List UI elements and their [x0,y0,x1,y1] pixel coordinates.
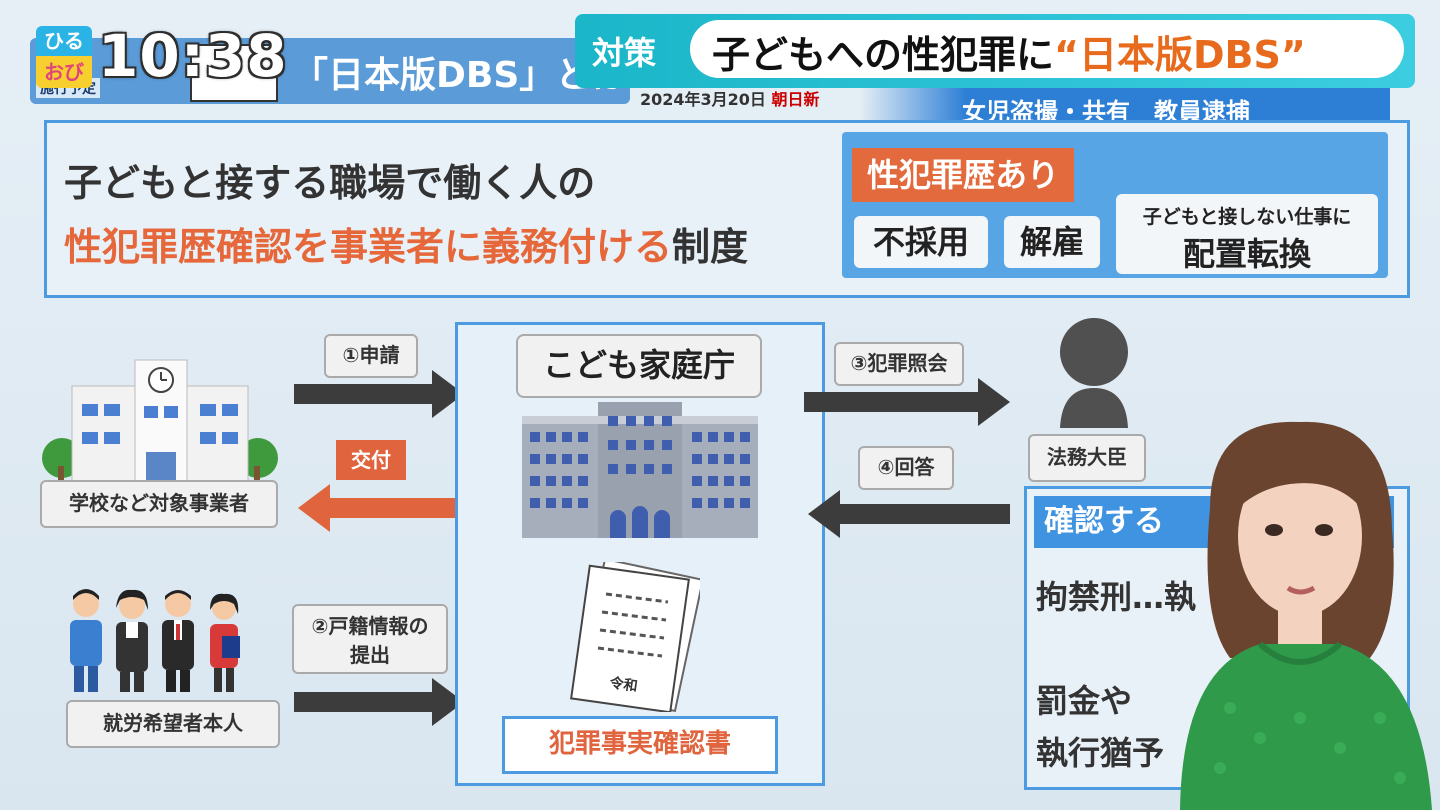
option-reassign: 子どもと接しない仕事に 配置転換 [1116,194,1378,274]
option-reject: 不採用 [854,216,988,268]
telop-headline: 子どもへの性犯罪に“日本版DBS” [712,24,1306,79]
arrow-deliver [298,484,470,532]
step2-label: ②戸籍情報の 提出 [292,604,448,674]
news-source: 2024年3月20日 朝日新 [640,86,820,110]
check-line1: 拘禁刑…執 [1036,578,1197,616]
definition-line2: 性犯罪歴確認を事業者に義務付ける制度 [64,216,748,271]
telop-tag: 対策 [592,34,657,72]
program-logo: ひる おび [36,26,92,88]
delivery-label: 交付 [336,440,406,480]
agency-title: こども家庭庁 [516,334,762,398]
header-title: 「日本版DBS」とは [292,55,628,96]
certificate-label: 犯罪事実確認書 [502,716,778,774]
header-banner [30,38,630,104]
document-icon: 令和 [570,562,700,712]
arrow-inquiry [804,378,1010,426]
step2-line1: ②戸籍情報の [311,614,429,638]
step4-label: ④回答 [858,446,954,490]
step3-label: ③犯罪照会 [834,342,964,386]
logo-line2: おび [36,56,92,88]
header-blank-box [190,44,278,102]
person-silhouette-icon [1060,318,1128,428]
applicants-icon [70,589,240,692]
applicant-label: 就労希望者本人 [66,700,280,748]
presenter-image [1180,421,1432,810]
step1-label: ①申請 [324,334,418,378]
news-brand: 朝日新 [771,90,820,109]
reassign-big: 配置転換 [1182,235,1311,273]
telop-main-bg [690,20,1404,78]
telop-sub-bg [860,88,1390,124]
news-date: 2024年3月20日 [640,90,766,109]
arrow-reply [808,490,1010,538]
step2-line2: 提出 [350,643,390,667]
record-head: 性犯罪歴あり [852,148,1074,202]
agency-building-icon [522,402,758,538]
logo-line1: ひる [36,26,92,56]
definition-tail: 制度 [672,225,749,269]
document-era: 令和 [608,674,639,695]
arrow-submit [294,678,464,726]
arrow-apply [294,370,464,418]
school-label: 学校など対象事業者 [40,480,278,528]
minister-label: 法務大臣 [1028,434,1146,482]
definition-highlight: 性犯罪歴確認を事業者に義務付ける [64,225,673,269]
telop-highlight: “日本版DBS” [1054,33,1306,77]
telop-prefix: 子どもへの性犯罪に [712,33,1055,77]
reassign-small: 子どもと接しない仕事に [1142,206,1352,228]
option-dismiss: 解雇 [1004,216,1100,268]
school-icon [42,359,278,486]
check-line2: 罰金や [1036,682,1133,720]
definition-line1: 子どもと接する職場で働く人の [64,161,596,205]
check-line3: 執行猶予 [1036,734,1165,772]
clock-time: 10:38 [98,22,288,90]
